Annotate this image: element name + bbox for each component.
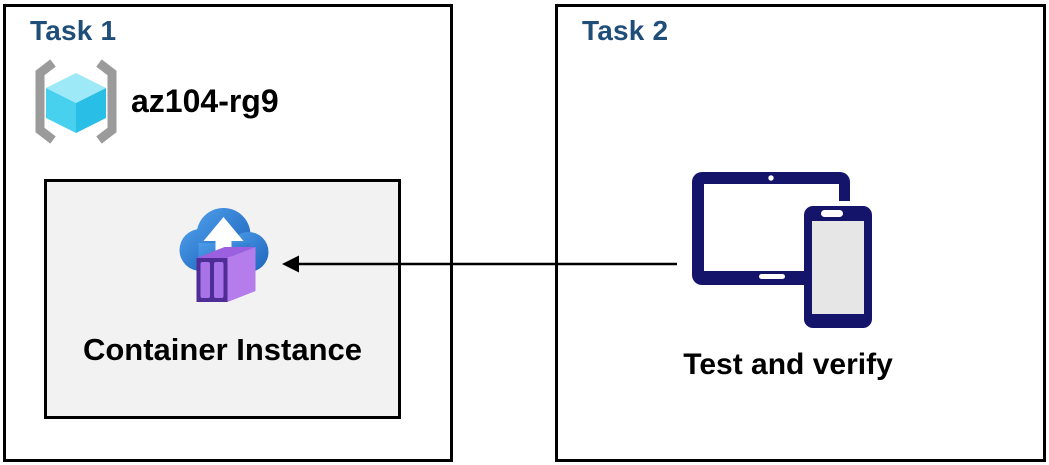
- task1-box: Task 1 az104-rg9: [3, 4, 453, 462]
- task2-box: Task 2 Test and verify: [555, 4, 1046, 462]
- task1-title: Task 1: [30, 15, 117, 46]
- container-instance-icon: [179, 208, 268, 302]
- resource-group-name: az104-rg9: [131, 83, 279, 119]
- task2-title: Task 2: [582, 15, 669, 46]
- container-instance-label: Container Instance: [82, 332, 363, 367]
- devices-icon: [692, 172, 877, 333]
- resource-group-icon: [35, 59, 117, 144]
- container-instance-box: Container Instance: [44, 179, 401, 419]
- left-arrow-connector: [282, 255, 677, 273]
- devices-label: Test and verify: [683, 348, 893, 381]
